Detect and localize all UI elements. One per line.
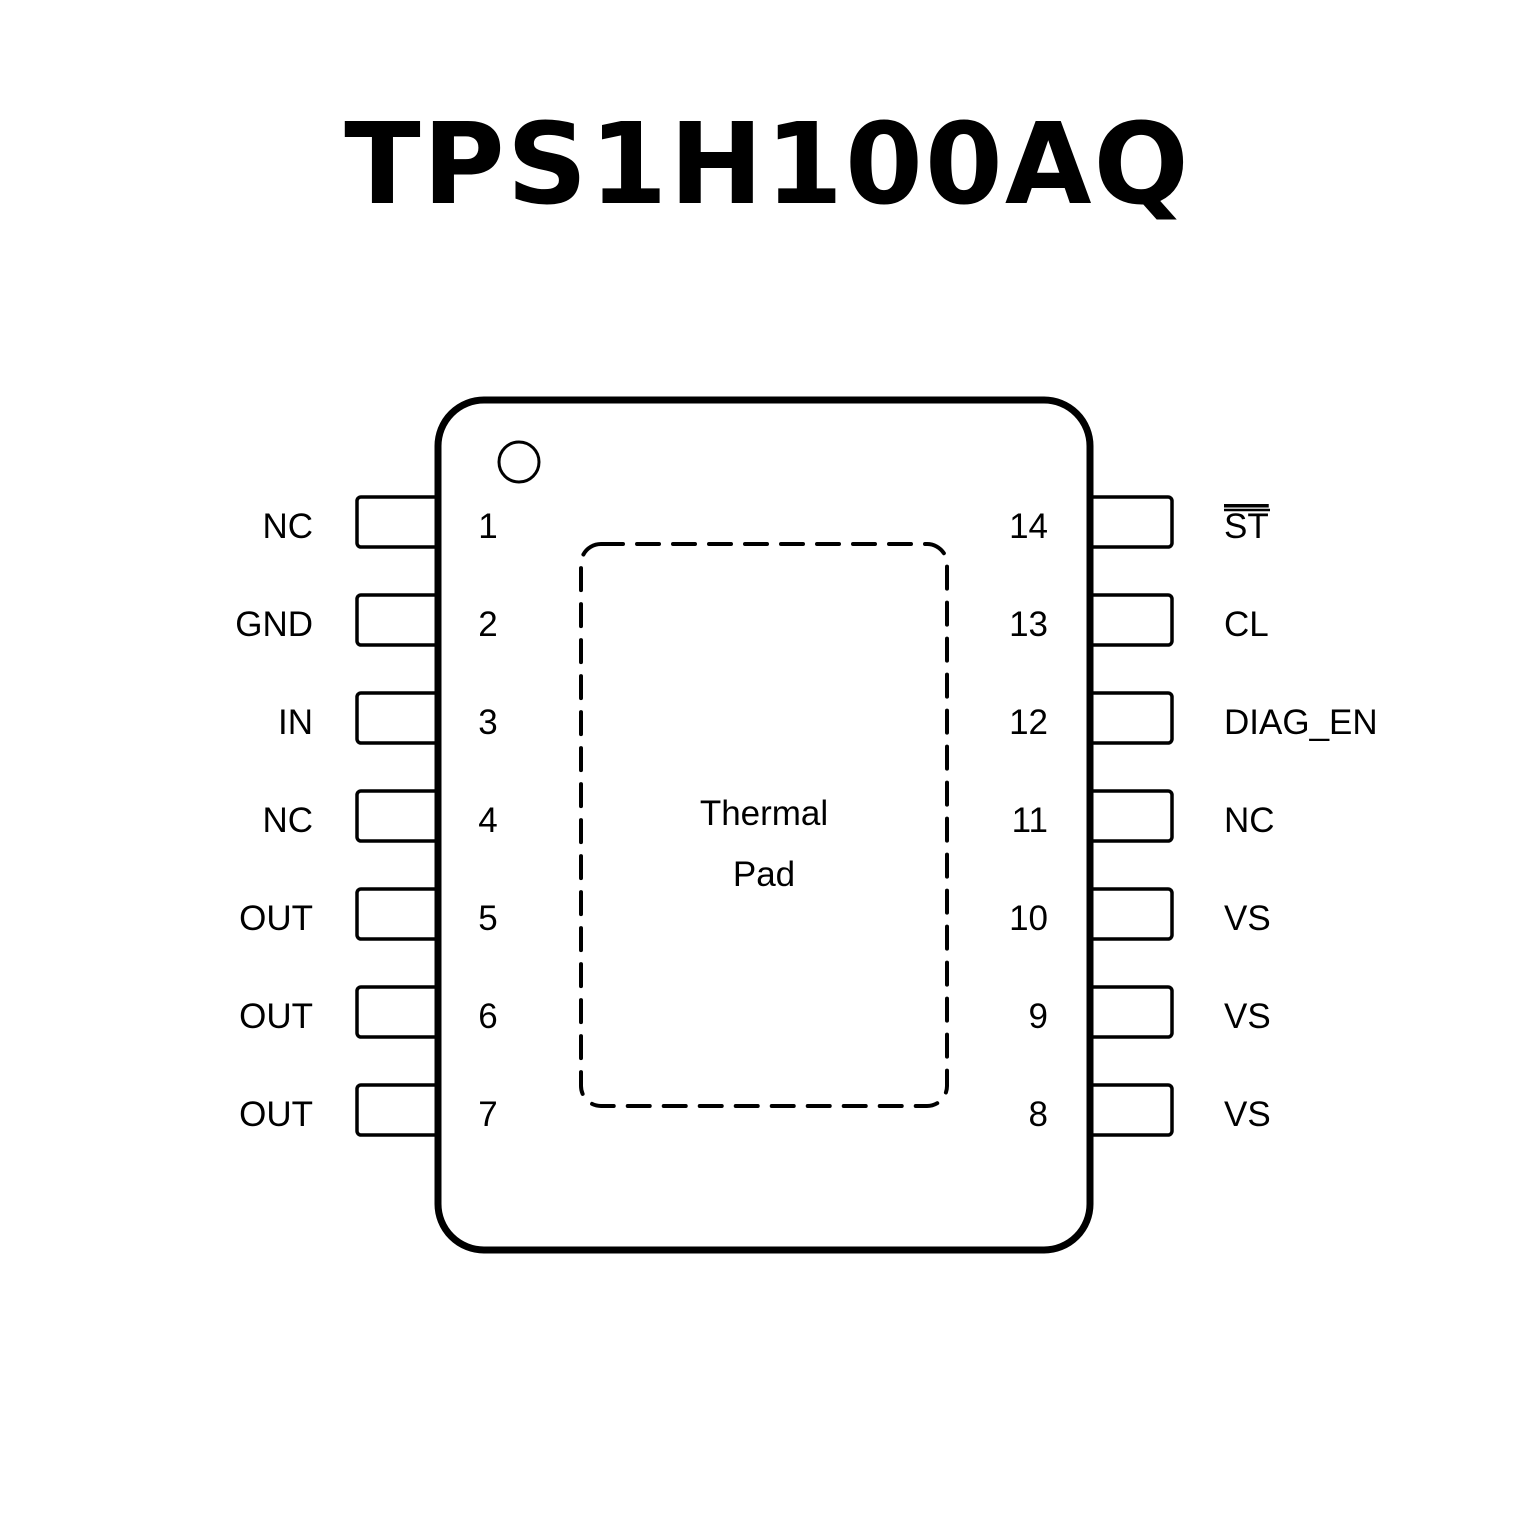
pin-lead	[1092, 1083, 1174, 1137]
pin-number: 13	[1009, 605, 1048, 644]
pin-name: VS	[1224, 997, 1271, 1036]
pin-lead	[355, 593, 436, 647]
thermal-pad-label-line2: Pad	[733, 855, 795, 894]
pin-lead	[1092, 495, 1174, 549]
pin-lead	[1092, 593, 1174, 647]
chip-title: TPS1H100AQ	[344, 100, 1191, 230]
pin-11: NC 11	[1012, 789, 1275, 843]
pin-12: DIAG_EN 12	[1009, 691, 1378, 745]
package-body	[434, 396, 1094, 1254]
pin-6: OUT 6	[239, 985, 498, 1039]
pin-name: VS	[1224, 1095, 1271, 1134]
pin-number: 10	[1009, 899, 1048, 938]
pin-8: VS 8	[1029, 1083, 1271, 1137]
pin-name: DIAG_EN	[1224, 703, 1378, 742]
pin-lead	[1092, 887, 1174, 941]
pin-lead	[355, 985, 436, 1039]
pin-number: 5	[478, 899, 497, 938]
pin-lead	[355, 1083, 436, 1137]
pin-number: 14	[1009, 507, 1048, 546]
pin-4: NC 4	[262, 789, 498, 843]
pin-name: IN	[278, 703, 313, 742]
pin-number: 7	[478, 1095, 497, 1134]
pin-name: OUT	[239, 1095, 313, 1134]
pin-lead	[355, 789, 436, 843]
pin-lead	[1092, 691, 1174, 745]
pin-number: 8	[1029, 1095, 1048, 1134]
pin-lead	[355, 887, 436, 941]
pin-number: 3	[478, 703, 497, 742]
pin-name: NC	[262, 801, 313, 840]
pin-number: 12	[1009, 703, 1048, 742]
pin1-marker-icon	[497, 440, 541, 484]
pin-name: VS	[1224, 899, 1271, 938]
pin-number: 1	[478, 507, 497, 546]
pin-number: 4	[478, 801, 497, 840]
pin-lead	[355, 691, 436, 745]
pin-number: 6	[478, 997, 497, 1036]
pin-10: VS 10	[1009, 887, 1271, 941]
thermal-pad-label-line1: Thermal	[700, 794, 828, 833]
pin-number: 2	[478, 605, 497, 644]
pin-name: ST	[1224, 507, 1269, 546]
pin-lead	[1092, 985, 1174, 1039]
pin-lead	[1092, 789, 1174, 843]
pin-13: CL 13	[1009, 593, 1269, 647]
pin-5: OUT 5	[239, 887, 498, 941]
pin-name: GND	[235, 605, 313, 644]
pin-7: OUT 7	[239, 1083, 498, 1137]
pin-name: NC	[262, 507, 313, 546]
pin-1: NC 1	[262, 495, 498, 549]
pin-9: VS 9	[1029, 985, 1271, 1039]
pin-name: CL	[1224, 605, 1269, 644]
pin-name: NC	[1224, 801, 1275, 840]
pin-name: OUT	[239, 997, 313, 1036]
pin-number: 9	[1029, 997, 1048, 1036]
pin-2: GND 2	[235, 593, 498, 647]
pin-14: ST 14	[1009, 495, 1269, 549]
pin-3: IN 3	[278, 691, 498, 745]
thermal-pad	[579, 542, 949, 1108]
pin-number: 11	[1012, 801, 1048, 840]
pin-name: OUT	[239, 899, 313, 938]
pin-lead	[355, 495, 436, 549]
